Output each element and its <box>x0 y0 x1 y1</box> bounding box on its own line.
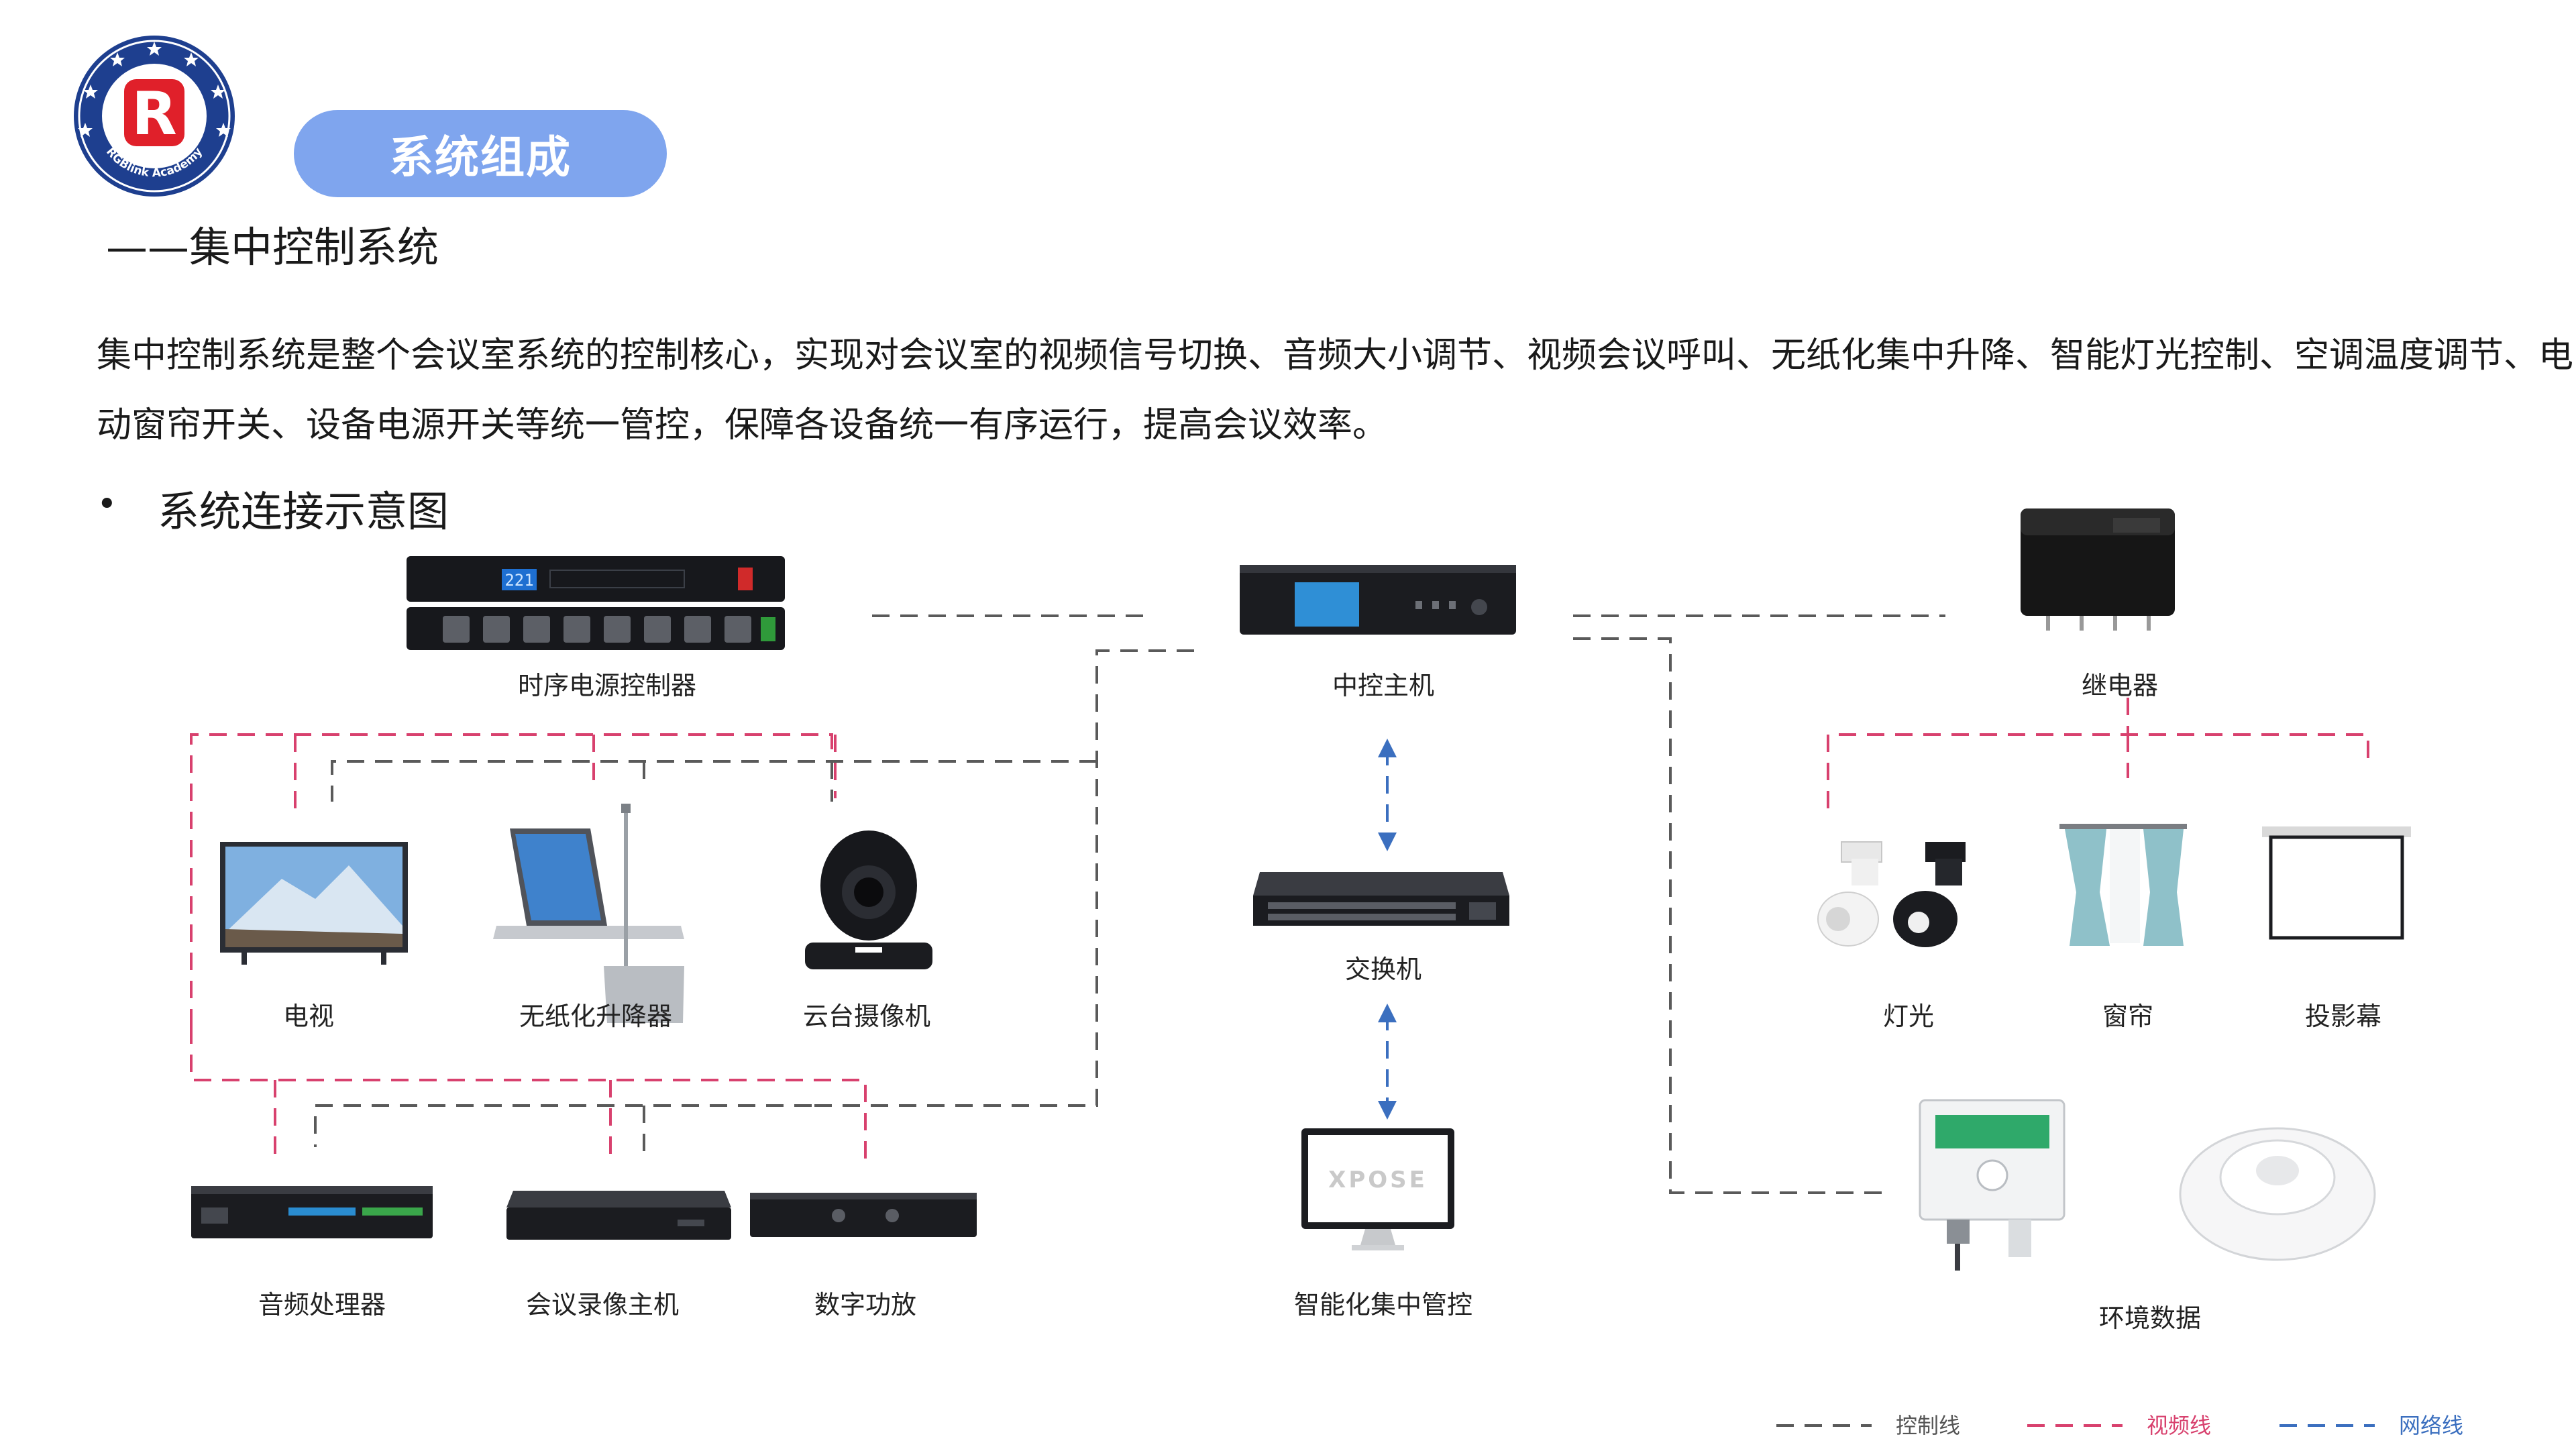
legend: 控制线 视频线 网络线 <box>1776 1413 2463 1438</box>
smart-control-monitor-device: XPOSE <box>1301 1128 1454 1250</box>
control-line-controller-to-left-devices <box>812 649 1194 1107</box>
label-paperless-lift: 无纸化升降器 <box>519 1002 672 1031</box>
label-power-sequencer: 时序电源控制器 <box>518 671 696 700</box>
control-line-left-upper-bus <box>331 760 1097 802</box>
control-line-left-lower-bus <box>314 1104 812 1147</box>
label-lighting: 灯光 <box>1883 1002 1934 1031</box>
projection-screen-device <box>2262 826 2411 940</box>
label-tv: 电视 <box>283 1002 334 1031</box>
label-ptz-camera: 云台摄像机 <box>803 1002 930 1031</box>
video-line-lower-bus <box>190 1026 867 1164</box>
network-switch-device <box>1253 872 1509 926</box>
ptz-camera-device <box>805 830 932 969</box>
control-line-controller-to-environment <box>1573 637 1885 1194</box>
relay-device <box>2021 508 2175 631</box>
label-audio-processor: 音频处理器 <box>258 1290 386 1320</box>
rgblink-academy-logo: R RGBlink Academy <box>74 36 235 197</box>
curtain-device <box>2059 824 2187 946</box>
diagram-heading: 系统连接示意图 <box>158 487 449 536</box>
power-sequencer-device: 221 <box>407 556 785 650</box>
recording-host-device <box>506 1191 731 1240</box>
video-line-relay-bus <box>1827 733 2369 808</box>
digital-amplifier-device <box>750 1193 977 1237</box>
bullet-dot: • <box>97 484 117 525</box>
intro-paragraph: 集中控制系统是整个会议室系统的控制核心，实现对会议室的视频信号切换、音频大小调节… <box>97 335 2574 445</box>
label-recording-host: 会议录像主机 <box>526 1290 679 1320</box>
label-switch: 交换机 <box>1345 955 1421 984</box>
environment-sensors-device <box>1919 1099 2376 1271</box>
lighting-device <box>1817 841 1966 947</box>
sequencer-display: 221 <box>504 571 533 590</box>
label-central-controller: 中控主机 <box>1332 671 1434 700</box>
device-labels: 时序电源控制器 中控主机 继电器 电视 无纸化升降器 云台摄像机 交换机 灯光 … <box>258 671 2381 1333</box>
label-curtain: 窗帘 <box>2102 1002 2153 1031</box>
legend-network-label: 网络线 <box>2399 1413 2463 1438</box>
label-relay: 继电器 <box>2082 671 2158 700</box>
label-projection-screen: 投影幕 <box>2305 1002 2381 1031</box>
label-digital-amplifier: 数字功放 <box>814 1290 916 1320</box>
central-controller-device <box>1240 565 1516 635</box>
legend-control-label: 控制线 <box>1896 1413 1960 1438</box>
tv-device <box>220 842 408 965</box>
video-line-upper-bus <box>190 733 833 1026</box>
connection-lines <box>190 614 2369 1194</box>
label-smart-control: 智能化集中管控 <box>1294 1290 1472 1320</box>
audio-processor-device <box>191 1186 433 1238</box>
legend-video-label: 视频线 <box>2147 1413 2211 1438</box>
paperless-lift-device <box>493 804 684 1023</box>
logo-letter: R <box>131 79 177 148</box>
monitor-brand: XPOSE <box>1328 1167 1428 1193</box>
section-title-pill: 系统组成 <box>294 110 667 197</box>
subtitle: ——集中控制系统 <box>106 223 439 272</box>
label-environment-data: 环境数据 <box>2099 1303 2201 1333</box>
